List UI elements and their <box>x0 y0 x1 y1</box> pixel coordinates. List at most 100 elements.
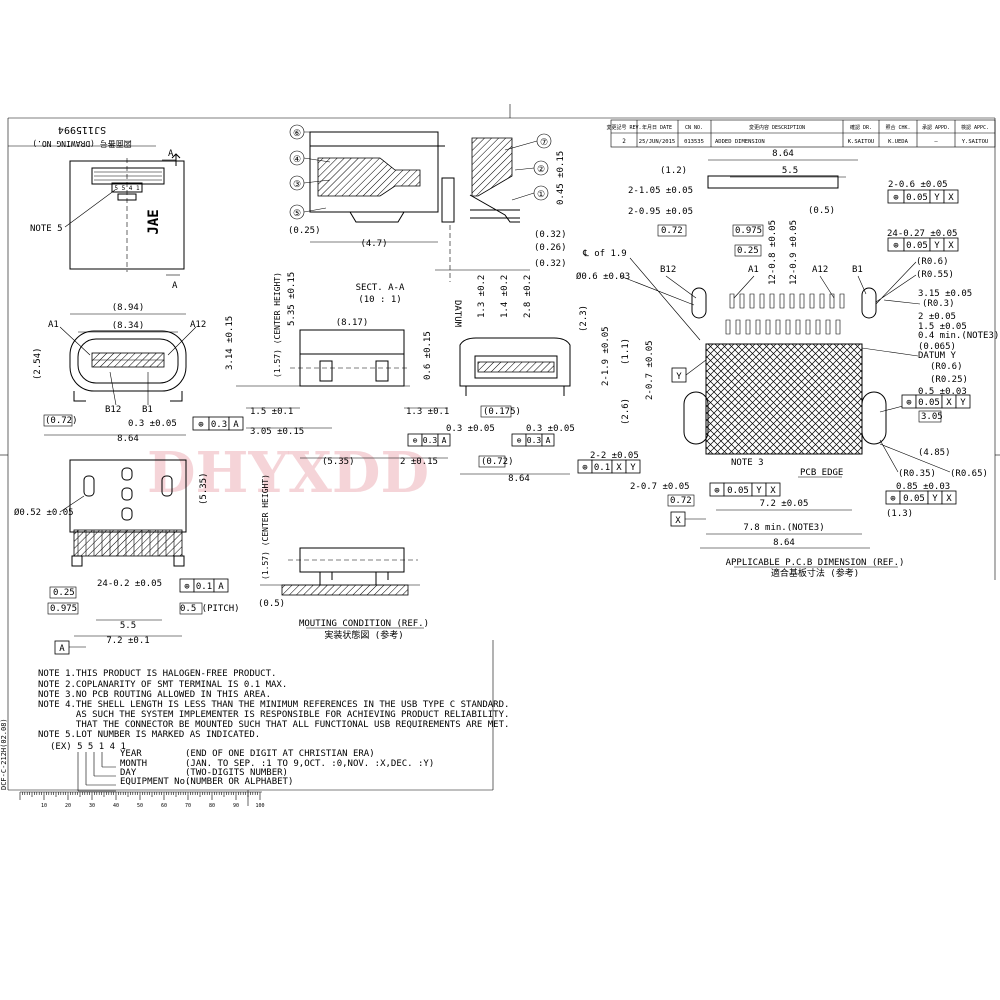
bottom-dim-55: 5.5 <box>120 621 136 631</box>
pcb-bottom-864: 8.64 <box>773 538 795 548</box>
front-fcf-value: 0.3 <box>211 420 227 430</box>
ruler-label: 50 <box>137 803 143 809</box>
lot-example: (EX) 5 5 1 4 1 YEAR (END OF ONE DIGIT AT… <box>50 742 434 792</box>
mount-dim-157: (1.57) (CENTER HEIGHT) <box>261 474 270 580</box>
note-4-cont-2: THAT THE CONNECTOR BE MOUNTED SUCH THAT … <box>38 720 509 730</box>
note-3: NOTE 3.NO PCB ROUTING ALLOWED IN THIS AR… <box>38 690 271 700</box>
pcb-fcf2-symbol: ⊕ <box>893 241 898 251</box>
pcb-dim-2-095: 2-0.95 ±0.05 <box>628 207 693 217</box>
pcb-fcf-2: ⊕ 0.05 Y X <box>887 237 959 252</box>
rev-cell-description: ADDED DIMENSION <box>715 139 765 145</box>
pcb-right-r025: (R0.25) <box>930 375 968 385</box>
pcb-fcf2-value: 0.05 <box>906 241 928 251</box>
pcb-left-2-19: 2-1.9 ±0.05 <box>601 326 611 386</box>
rev-cell-dr: K.SAITOU <box>848 139 875 145</box>
front-label-b1: B1 <box>142 405 153 415</box>
note-4: NOTE 4.THE SHELL LENGTH IS LESS THAN THE… <box>38 700 509 710</box>
sect-dim-045: 0.45 ±0.15 <box>556 151 566 205</box>
pcb-left-072: 0.72 <box>670 496 692 506</box>
front-dim-894: (8.94) <box>112 303 145 313</box>
mount-dim-05: (0.5) <box>258 599 285 609</box>
section-mark-bottom: A <box>172 281 178 291</box>
pcb-fcf1-symbol: ⊕ <box>893 193 898 203</box>
section-callouts: ⑥ ④ ③ ⑤ ⑦ ② ① <box>289 124 552 220</box>
bottom-dim-052: Ø0.52 ±0.05 <box>14 507 74 518</box>
sect-dim-026: (0.26) <box>534 243 567 253</box>
lot-desc-month: (JAN. TO SEP. :1 TO 9,OCT. :0,NOV. :X,DE… <box>185 759 434 769</box>
pcb-title-jp: 適合基板寸法 (参考) <box>771 567 859 579</box>
mounting-view: (1.57) (CENTER HEIGHT) (0.5) MOUTING CON… <box>258 474 429 641</box>
pcb-right-15: 1.5 ±0.05 <box>918 322 967 332</box>
pcb-fcf6-symbol: ⊕ <box>890 494 895 504</box>
pcb-fcf1-datum2: X <box>948 193 954 203</box>
bottom-dim-72: 7.2 ±0.1 <box>106 636 149 646</box>
pcb-fcf2-datum2: X <box>948 241 954 251</box>
bottom-fcf-datum: A <box>218 582 224 592</box>
end-fcf-right: ⊕ 0.3 A <box>511 433 555 447</box>
lot-field-year: YEAR <box>120 749 142 759</box>
note5-label: NOTE 5 <box>30 224 63 234</box>
lot-field-equipment: EQUIPMENT No. <box>120 777 190 787</box>
end-view: (0.175) 0.3 ±0.05 0.3 ±0.05 ⊕ 0.3 A ⊕ 0.… <box>407 337 575 484</box>
bottom-dim-025: 0.25 <box>53 588 75 598</box>
rev-cell-appc: Y.SAITOU <box>962 139 989 145</box>
side-dim-157: (1.57) (CENTER HEIGHT) <box>273 272 282 378</box>
front-fcf-datum: A <box>233 420 239 430</box>
ruler-label: 40 <box>113 803 119 809</box>
pcb-label-a1: A1 <box>748 265 759 275</box>
pcb-right-04: 0.4 min.(NOTE3) <box>918 331 999 341</box>
side-dim-13: 1.3 ±0.1 <box>406 407 449 417</box>
pcb-dim-864-top: 8.64 <box>772 149 794 159</box>
pcb-fcf-3: ⊕ 0.05 X Y <box>901 394 971 409</box>
end-fcf-left: ⊕ 0.3 A <box>407 433 451 447</box>
end-fcf-left-symbol: ⊕ <box>413 436 418 445</box>
pcb-dim-12-08: 12-0.8 ±0.05 <box>768 220 778 285</box>
pcb-label-cl19: ℄ of 1.9 <box>582 249 627 259</box>
pcb-fcf-1: ⊕ 0.05 Y X <box>887 189 959 204</box>
drawing-number-label: 図面番号 (DRAWING NO.) <box>32 139 131 149</box>
section-aa-view: ⑥ ④ ③ ⑤ ⑦ ② ① (0.25) (4.7) (0.32) (0.26)… <box>288 124 567 328</box>
pcb-right-0065: (0.065) <box>918 342 956 352</box>
lot-desc-day: (TWO-DIGITS NUMBER) <box>185 768 288 778</box>
pcb-edge: PCB EDGE <box>800 468 843 478</box>
front-fcf-symbol: ⊕ <box>198 420 203 430</box>
ruler-label: 70 <box>185 803 191 809</box>
pcb-fcf4-value: 0.1 <box>594 463 610 473</box>
callout-7: ⑦ <box>540 138 548 148</box>
end-fcf-right-value: 0.3 <box>527 436 542 445</box>
pcb-bottom-78: 7.8 min.(NOTE3) <box>743 523 824 533</box>
pcb-right-13: (1.3) <box>886 509 913 519</box>
pcb-label-d06: Ø0.6 ±0.03 <box>576 271 630 282</box>
pcb-note3: NOTE 3 <box>731 458 764 468</box>
side-dim-535: 5.35 ±0.15 <box>287 272 297 326</box>
pcb-right-r06b: (R0.6) <box>930 362 963 372</box>
side-view: 3.14 ±0.15 (1.57) (CENTER HEIGHT) 5.35 ±… <box>225 272 449 467</box>
pcb-fcf3-datum2: Y <box>960 398 966 408</box>
ruler-label: 60 <box>161 803 167 809</box>
form-code: DCF-C-212H(02.08) <box>0 718 8 790</box>
pcb-right-datum-y: DATUM Y <box>918 351 957 361</box>
sect-datum-label: DATUM <box>452 300 462 328</box>
rev-cell-date: 25/JUN/2015 <box>639 139 675 145</box>
pcb-right-r055: (R0.55) <box>916 270 954 280</box>
mount-title-jp: 実装状態図 (参考) <box>324 629 403 641</box>
lot-field-day: DAY <box>120 768 137 778</box>
rev-cell-chk: K.UEDA <box>888 139 909 145</box>
lot-example-code: (EX) 5 5 1 4 1 <box>50 742 126 752</box>
misc-dim-2: 2 ±0.15 <box>400 457 438 467</box>
pcb-right-r065: (R0.65) <box>950 469 988 479</box>
pcb-left-2-07b: 2-0.7 ±0.05 <box>630 482 690 492</box>
front-dim-864: 8.64 <box>117 434 139 444</box>
pcb-dim-2-06: 2-0.6 ±0.05 <box>888 180 948 190</box>
end-fcf-right-datum: A <box>546 436 551 445</box>
pcb-fcf-4: ⊕ 0.1 X Y <box>577 459 641 474</box>
pcb-fcf6-value: 0.05 <box>903 494 925 504</box>
pcb-fcf3-value: 0.05 <box>918 398 940 408</box>
pcb-left-26: (2.6) <box>621 398 631 425</box>
watermark: DHYXDD <box>147 440 429 506</box>
pcb-fcf5-value: 0.05 <box>727 486 749 496</box>
lot-field-month: MONTH <box>120 759 147 769</box>
side-dim-06: 0.6 ±0.15 <box>423 331 433 380</box>
